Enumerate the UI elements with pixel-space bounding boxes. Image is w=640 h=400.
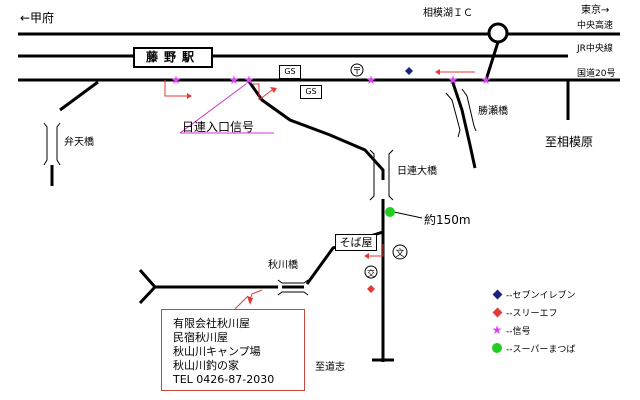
- hizure-bridge-road: [450, 79, 477, 169]
- post-office-label: 〒: [352, 67, 361, 77]
- route-arrow-route20-head: [435, 69, 440, 75]
- ic-ramp-road: [484, 41, 500, 81]
- benten-bridge-symbol: [43, 122, 48, 166]
- legend-three-f: --スリーエフ: [490, 303, 576, 321]
- tokyo-label: 東京→: [581, 5, 610, 16]
- legend-supermarket: --スーパーまつば: [490, 339, 576, 357]
- gas-station-north: GS: [279, 65, 301, 79]
- akikawa-road-fork: [138, 269, 158, 305]
- akikawa-bridge-label: 秋川橋: [268, 260, 298, 271]
- kofu-label: ←甲府: [20, 11, 55, 25]
- diamond-icon: [492, 307, 502, 317]
- hizure-bridge-symbol-right: [461, 88, 477, 132]
- benten-road: [59, 80, 99, 112]
- info-fishing-house: 秋山川釣の家: [173, 359, 239, 372]
- three-f-marker: [367, 285, 375, 293]
- route-arrow-station-head: [187, 93, 192, 99]
- info-campsite: 秋山川キャンプ場: [173, 345, 261, 358]
- route-arrow-soba-head: [364, 253, 369, 259]
- post-office-symbol: [350, 63, 364, 77]
- seven-eleven-marker: [405, 67, 413, 75]
- legend-seven-eleven: --セブンイレブン: [490, 285, 576, 303]
- star-icon: ★: [491, 323, 503, 337]
- route-arrow-turn-tail: [258, 89, 273, 101]
- distance-leader: [393, 211, 423, 219]
- route20-label: 国道20号: [577, 69, 616, 79]
- fujino-station: 藤野駅: [133, 47, 213, 68]
- school-label: 文: [395, 247, 404, 259]
- to-sagamihara-label: 至相模原: [545, 135, 594, 149]
- legend-label: --セブンイレブン: [506, 290, 576, 301]
- signal-star-hizure: ★: [448, 73, 459, 87]
- hizure-bridge-symbol: [445, 92, 461, 138]
- benten-bridge-symbol-right: [56, 122, 61, 166]
- school-symbol: [392, 244, 408, 260]
- info-box: 有限会社秋川屋 民宿秋川屋 秋山川キャンプ場 秋山川釣の家 TEL 0426-8…: [161, 309, 305, 391]
- police-box-label: 交: [367, 268, 375, 278]
- sagamiko-ic-label: 相模湖ＩＣ: [423, 8, 473, 19]
- hizure-road: [246, 79, 385, 180]
- signal-star-middle: ★: [366, 73, 377, 87]
- akikawa-bridge-symbol-lower: [277, 291, 309, 296]
- akikawa-bridge-symbol: [277, 279, 309, 284]
- diamond-icon: [492, 289, 502, 299]
- legend-signal: ★ --信号: [490, 321, 576, 339]
- hizure-bridge-label: 勝瀬橋: [478, 106, 508, 117]
- legend-label: --スリーエフ: [506, 308, 558, 319]
- supermarket-marker: [385, 207, 395, 217]
- benten-bridge-label: 弁天橋: [64, 137, 94, 148]
- signal-star-station: ★: [171, 73, 182, 87]
- route-arrow-akikawa-head: [247, 296, 253, 305]
- legend-label: --信号: [506, 326, 531, 337]
- police-box-symbol: [364, 265, 378, 279]
- route-arrow-turn: [253, 83, 260, 100]
- hizure-entrance-label: 日連入口信号: [182, 120, 255, 134]
- chuo-expressway-label: 中央高速: [577, 21, 614, 31]
- info-minshuku: 民宿秋川屋: [173, 331, 228, 344]
- to-doshi-label: 至道志: [315, 362, 345, 373]
- route-arrow-soba: [369, 244, 384, 257]
- info-company: 有限会社秋川屋: [173, 317, 250, 330]
- circle-icon: [492, 343, 502, 353]
- signal-star-entrance: ★: [244, 73, 255, 87]
- signal-star-entrance-west: ★: [229, 73, 240, 87]
- info-leader: [234, 295, 249, 310]
- hizure-entrance-leader: [179, 83, 247, 134]
- route-arrow-station: [164, 80, 187, 97]
- signal-star-ic: ★: [481, 73, 492, 87]
- distance-label: 約150m: [424, 213, 471, 227]
- hizure-ohashi-bridge-symbol: [369, 149, 375, 201]
- route-arrow-turn-head: [270, 87, 277, 93]
- hizure-ohashi-label: 日連大橋: [397, 166, 437, 177]
- sagamiko-ic-interchange: [487, 22, 509, 44]
- info-phone: TEL 0426-87-2030: [173, 373, 275, 386]
- gas-station-south: GS: [300, 85, 322, 99]
- legend: --セブンイレブン --スリーエフ ★ --信号 --スーパーまつば: [490, 285, 576, 357]
- legend-label: --スーパーまつば: [506, 344, 576, 355]
- soba-shop: そば屋: [335, 234, 377, 251]
- hizure-ohashi-bridge-symbol-right: [388, 149, 394, 201]
- jr-chuo-line-label: JR中央線: [577, 44, 613, 54]
